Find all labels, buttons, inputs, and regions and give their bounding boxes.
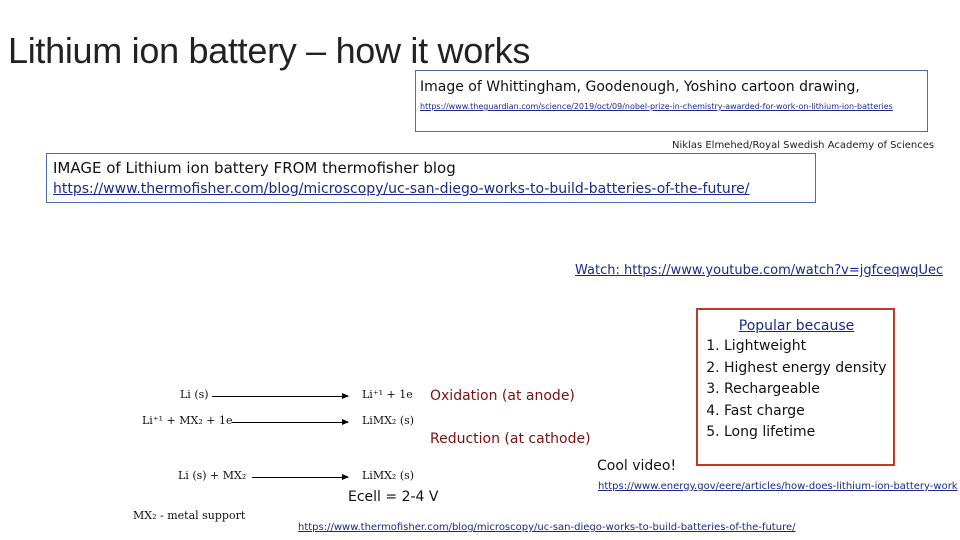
popular-because-box: Popular because Lightweight Highest ener… — [696, 308, 895, 466]
image-caption-box: Image of Whittingham, Goodenough, Yoshin… — [415, 70, 928, 132]
reduction-label: Reduction (at cathode) — [430, 431, 591, 447]
guardian-link[interactable]: https://www.theguardian.com/science/2019… — [420, 102, 893, 111]
battery-image-text: IMAGE of Lithium ion battery FROM thermo… — [53, 159, 456, 177]
image-credit: Niklas Elmehed/Royal Swedish Academy of … — [672, 140, 935, 151]
eq2-right: LiMX₂ (s) — [362, 414, 415, 427]
list-item: Lightweight — [724, 336, 889, 358]
oxidation-label: Oxidation (at anode) — [430, 388, 575, 404]
slide-title: Lithium ion battery – how it works — [8, 30, 531, 71]
equation-footnote: MX₂ - metal support — [133, 509, 246, 522]
list-item: Long lifetime — [724, 422, 889, 444]
list-item: Fast charge — [724, 401, 889, 423]
eq3-left: Li (s) + MX₂ — [178, 469, 247, 482]
thermofisher-bottom-link[interactable]: https://www.thermofisher.com/blog/micros… — [298, 522, 796, 533]
popular-list: Lightweight Highest energy density Recha… — [704, 336, 889, 444]
cool-video-label: Cool video! — [597, 458, 677, 474]
ecell-value: Ecell = 2-4 V — [348, 489, 439, 505]
energy-gov-link[interactable]: https://www.energy.gov/eere/articles/how… — [598, 481, 958, 492]
eq2-left: Li⁺¹ + MX₂ + 1e — [142, 414, 233, 427]
eq1-right: Li⁺¹ + 1e — [362, 388, 413, 401]
eq3-right: LiMX₂ (s) — [362, 469, 415, 482]
battery-image-box: IMAGE of Lithium ion battery FROM thermo… — [46, 153, 816, 203]
eq2-arrow — [232, 419, 349, 425]
list-item: Rechargeable — [724, 379, 889, 401]
caption-text: Image of Whittingham, Goodenough, Yoshin… — [420, 79, 860, 95]
popular-heading: Popular because — [738, 318, 855, 334]
eq3-arrow — [252, 474, 349, 480]
eq1-left: Li (s) — [180, 388, 209, 401]
thermofisher-link[interactable]: https://www.thermofisher.com/blog/micros… — [53, 181, 750, 197]
eq1-arrow — [212, 393, 349, 399]
list-item: Highest energy density — [724, 358, 889, 380]
youtube-link[interactable]: Watch: https://www.youtube.com/watch?v=j… — [575, 263, 944, 278]
